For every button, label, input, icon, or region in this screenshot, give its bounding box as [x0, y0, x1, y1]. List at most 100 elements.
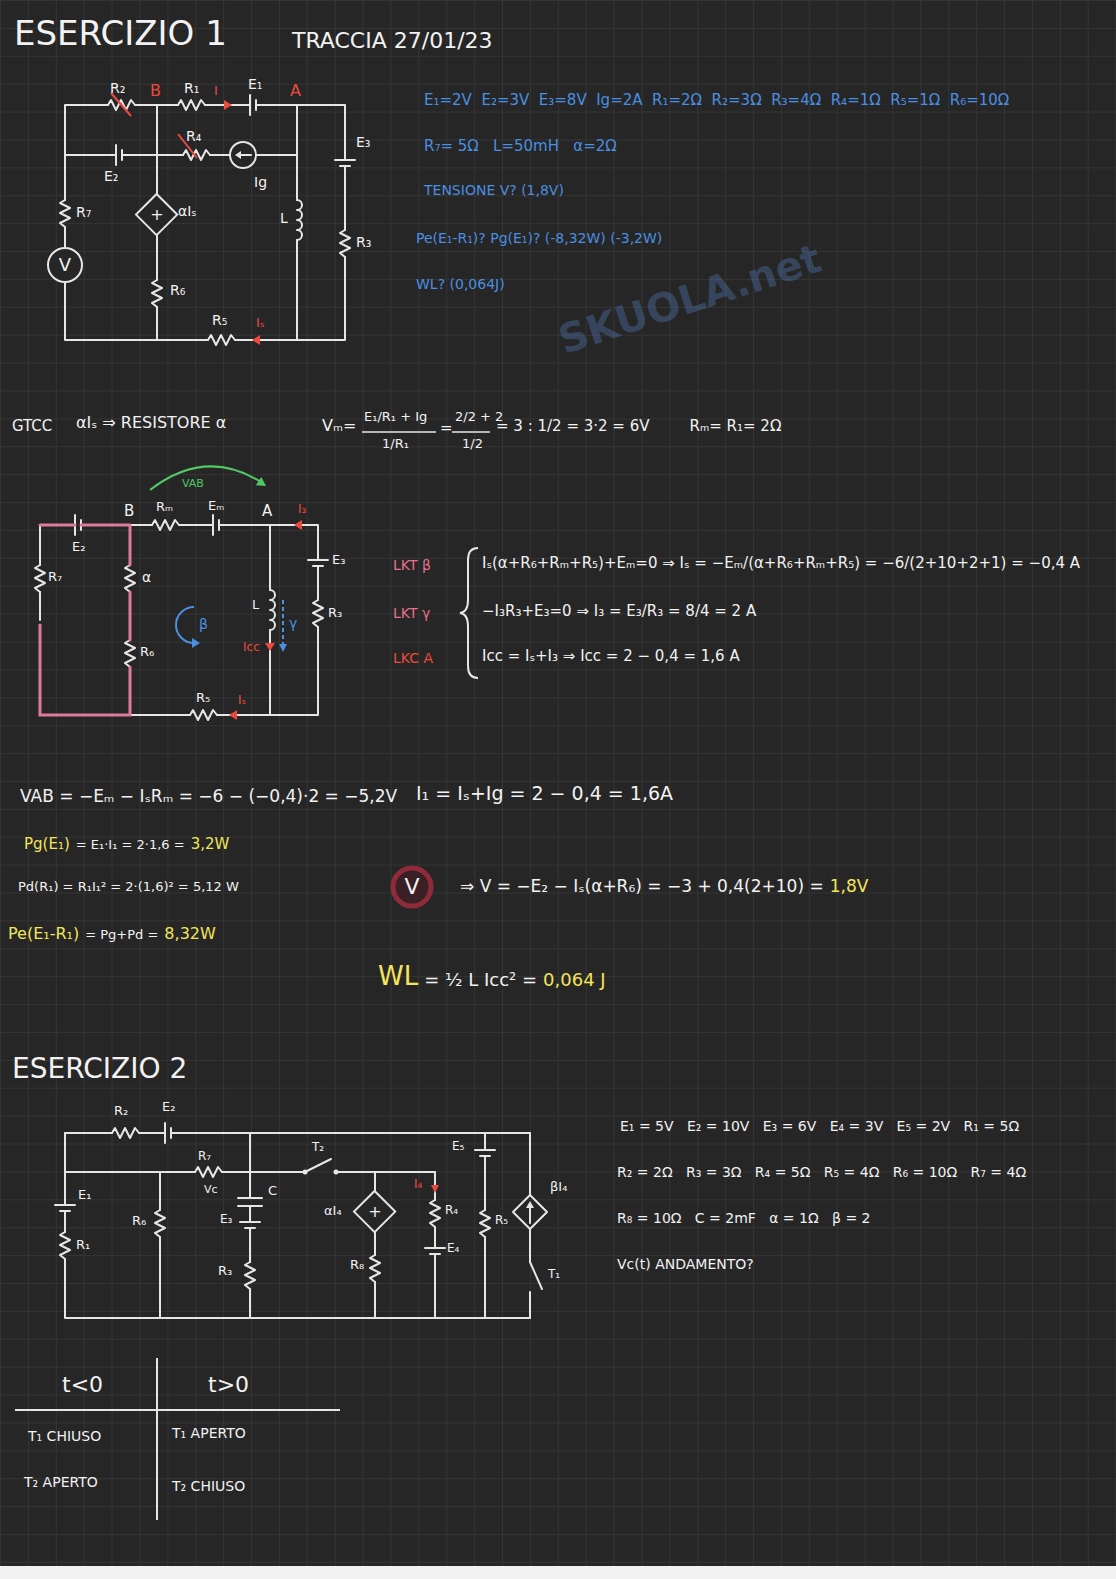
- voltage-label: VAB: [182, 478, 204, 491]
- component-label: R₇: [76, 204, 91, 220]
- table-cell: T₁ CHIUSO: [28, 1428, 101, 1444]
- watermark: SKUOLA.net: [553, 235, 827, 363]
- equation: Iₛ(α+R₆+Rₘ+R₅)+Eₘ=0 ⇒ Iₛ = −Eₘ/(α+R₆+Rₘ+…: [482, 555, 1080, 572]
- component-label: E₃: [220, 1213, 232, 1227]
- component-label: E₄: [447, 1242, 459, 1256]
- component-label: R₂: [114, 1104, 128, 1119]
- component-label: R₅: [196, 691, 210, 706]
- circuit-3-wires: [55, 1123, 547, 1318]
- component-label: R₄: [186, 128, 201, 144]
- component-label: α: [142, 569, 151, 585]
- node-label: B: [124, 503, 134, 520]
- table-cell: t>0: [208, 1372, 249, 1397]
- equation: ⇒ V = −E₂ − Iₛ(α+R₆) = −3 + 0,4(2+10) =: [460, 877, 824, 897]
- parameter-list: R₂ = 2Ω R₃ = 3Ω R₄ = 5Ω R₅ = 4Ω R₆ = 10Ω…: [617, 1164, 1026, 1180]
- component-label: R₂: [110, 80, 125, 96]
- equation: E₁/R₁ + Ig: [364, 410, 427, 425]
- component-label: Rₘ: [156, 500, 173, 515]
- node-label: B: [150, 82, 161, 100]
- equation: =: [440, 420, 453, 437]
- component-label: R₈: [350, 1258, 364, 1273]
- equation: Pd(R₁) = R₁I₁² = 2·(1,6)² = 5,12 W: [18, 880, 239, 895]
- equation: = E₁·I₁ = 2·1,6 =: [76, 838, 185, 853]
- equation: Vₘ=: [322, 417, 356, 435]
- component-label: E₂: [162, 1100, 175, 1115]
- component-label: R₄: [445, 1204, 458, 1218]
- node-label: A: [290, 82, 301, 100]
- component-label: E₁: [248, 76, 262, 92]
- component-label: E₁: [78, 1188, 91, 1203]
- node-text: +: [368, 1203, 381, 1221]
- component-label: R₅: [212, 312, 227, 328]
- dependent-source-diamond: +: [353, 1190, 396, 1233]
- heading: TRACCIA 27/01/23: [292, 28, 493, 53]
- component-label: R₃: [356, 234, 371, 250]
- component-label: E₂: [72, 540, 85, 555]
- voltage-label: Vc: [204, 1184, 218, 1197]
- equation: 1/2: [462, 437, 483, 452]
- equation: = Pg+Pd =: [85, 928, 158, 943]
- table-cell: t<0: [62, 1372, 103, 1397]
- heading: ESERCIZIO 2: [12, 1053, 187, 1085]
- equation: Rₘ= R₁= 2Ω: [689, 418, 781, 435]
- current-label: I₄: [414, 1178, 422, 1192]
- component-label: L: [280, 210, 288, 226]
- component-label: αI₄: [324, 1204, 342, 1219]
- law-label: LKT γ: [393, 605, 430, 621]
- current-label: Iₛ: [256, 316, 265, 331]
- component-label: Eₘ: [208, 499, 224, 514]
- component-label: αIₛ: [178, 203, 197, 219]
- component-label: R₆: [140, 645, 154, 660]
- equation: I₁ = Iₛ+Ig = 2 − 0,4 = 1,6A: [416, 783, 673, 805]
- result-value: 0,064 J: [543, 970, 606, 991]
- loop-label: β: [199, 616, 208, 632]
- node-label: A: [262, 503, 272, 520]
- node-text: V: [404, 875, 419, 899]
- highlight-circle: V: [390, 865, 434, 909]
- result-value: 3,2W: [191, 836, 230, 853]
- law-label: LKC A: [393, 650, 433, 666]
- table-cell: T₁ APERTO: [172, 1425, 246, 1441]
- method-label: GTCC: [12, 418, 52, 435]
- current-label: Iₛ: [238, 694, 246, 708]
- component-label: R₁: [184, 80, 199, 96]
- circuit-2-wires: [35, 515, 328, 720]
- result-label: WL: [378, 962, 418, 992]
- law-label: LKT β: [393, 557, 431, 573]
- current-label: Icc: [243, 641, 260, 655]
- component-label: R₇: [198, 1150, 211, 1164]
- component-label: R₅: [495, 1214, 508, 1228]
- question: WL? (0,064J): [416, 276, 505, 292]
- dependent-source-diamond: +: [135, 193, 178, 236]
- question: Vc(t) ANDAMENTO?: [617, 1256, 754, 1272]
- question: Pe(E₁-R₁)? Pg(E₁)? (-8,32W) (-3,2W): [416, 230, 662, 246]
- component-label: R₆: [132, 1214, 146, 1229]
- component-label: Ig: [254, 174, 267, 190]
- component-label: E₃: [332, 553, 345, 568]
- node-text: +: [150, 206, 163, 224]
- component-label: R₃: [218, 1264, 232, 1279]
- node-text: V: [59, 255, 71, 275]
- note: αIₛ ⇒ RESISTORE α: [76, 414, 226, 432]
- switch-label: T₁: [548, 1268, 560, 1282]
- component-label: E₂: [104, 168, 118, 184]
- parameter-list: R₈ = 10Ω C = 2mF α = 1Ω β = 2: [617, 1210, 870, 1226]
- component-label: R₆: [170, 282, 185, 298]
- equation: VAB = −Eₘ − IₛRₘ = −6 − (−0,4)·2 = −5,2V: [20, 787, 397, 807]
- equation: = ½ L Icc² =: [424, 970, 537, 991]
- result-label: Pe(E₁-R₁): [8, 925, 79, 943]
- component-label: βI₄: [550, 1180, 567, 1195]
- result-value: 8,32W: [164, 925, 215, 943]
- component-label: L: [252, 598, 259, 613]
- result-value: 1,8V: [830, 877, 869, 897]
- current-label: I: [214, 84, 218, 99]
- equation: Icc = Iₛ+I₃ ⇒ Icc = 2 − 0,4 = 1,6 A: [482, 648, 740, 665]
- result-label: Pg(E₁): [24, 836, 70, 853]
- heading: ESERCIZIO 1: [14, 14, 227, 53]
- parameter-list: E₁ = 5V E₂ = 10V E₃ = 6V E₄ = 3V E₅ = 2V…: [620, 1118, 1019, 1134]
- current-label: I₃: [298, 503, 306, 517]
- table-cell: T₂ APERTO: [24, 1474, 98, 1490]
- component-label: R₃: [328, 606, 342, 621]
- component-label: C: [268, 1184, 277, 1199]
- component-label: R₁: [76, 1238, 90, 1253]
